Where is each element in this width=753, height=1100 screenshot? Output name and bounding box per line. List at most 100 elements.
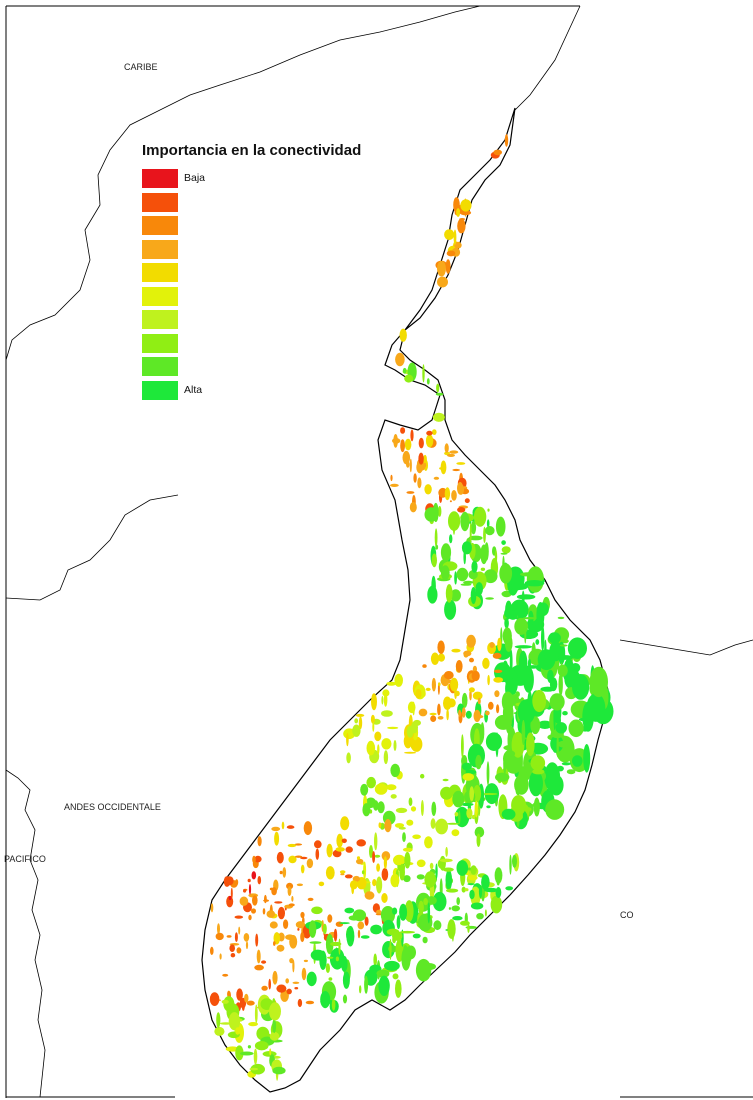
connectivity-patch xyxy=(437,653,445,662)
connectivity-patch xyxy=(246,1000,255,1006)
connectivity-patch xyxy=(254,964,264,971)
connectivity-patch xyxy=(399,863,405,881)
connectivity-patch xyxy=(355,713,365,717)
connectivity-patch xyxy=(457,507,466,513)
connectivity-patch xyxy=(511,731,525,758)
connectivity-patch xyxy=(254,1041,269,1051)
connectivity-patch xyxy=(448,907,451,910)
connectivity-patch xyxy=(473,709,481,723)
connectivity-patch xyxy=(582,701,594,732)
connectivity-patch xyxy=(450,677,459,692)
connectivity-patch xyxy=(268,978,272,990)
connectivity-patch xyxy=(338,938,341,955)
connectivity-patch xyxy=(445,584,453,603)
connectivity-patch xyxy=(376,876,383,894)
connectivity-patch xyxy=(356,858,364,865)
connectivity-patch xyxy=(456,208,461,217)
connectivity-patch xyxy=(394,823,405,828)
connectivity-patch xyxy=(451,905,461,912)
connectivity-patch xyxy=(381,868,389,881)
connectivity-patch xyxy=(447,919,456,939)
connectivity-patch xyxy=(526,566,545,593)
connectivity-patch xyxy=(340,816,350,831)
legend-swatch xyxy=(142,310,178,329)
connectivity-patch xyxy=(523,807,532,812)
connectivity-patch xyxy=(422,963,436,971)
connectivity-patch xyxy=(495,772,510,782)
connectivity-patch xyxy=(377,801,385,814)
connectivity-patch xyxy=(372,851,376,863)
connectivity-patch xyxy=(456,462,466,465)
connectivity-patch xyxy=(407,701,416,714)
connectivity-patch xyxy=(558,672,563,696)
connectivity-patch xyxy=(514,617,529,635)
connectivity-patch xyxy=(392,931,403,941)
connectivity-patch xyxy=(486,761,490,786)
connectivity-patch xyxy=(349,880,358,890)
connectivity-patch xyxy=(366,776,377,789)
legend-item xyxy=(142,310,422,330)
connectivity-patch xyxy=(272,970,278,985)
connectivity-patch xyxy=(344,874,353,879)
connectivity-patch xyxy=(469,689,472,701)
connectivity-patch xyxy=(378,822,382,829)
connectivity-patch xyxy=(459,210,472,216)
connectivity-patch xyxy=(301,967,307,981)
connectivity-patch xyxy=(452,517,456,535)
connectivity-patch xyxy=(537,720,553,729)
connectivity-patch xyxy=(209,992,220,1006)
connectivity-patch xyxy=(374,731,382,742)
connectivity-patch xyxy=(424,507,438,522)
connectivity-patch xyxy=(453,229,457,245)
connectivity-patch xyxy=(416,874,425,880)
connectivity-patch xyxy=(360,783,369,796)
connectivity-patch xyxy=(432,429,437,435)
connectivity-patch xyxy=(381,851,391,861)
connectivity-patch xyxy=(404,751,417,754)
connectivity-patch xyxy=(399,930,415,934)
connectivity-patch xyxy=(520,572,537,577)
connectivity-patch xyxy=(495,516,506,537)
connectivity-patch xyxy=(455,690,460,697)
connectivity-patch xyxy=(424,836,433,849)
connectivity-patch xyxy=(490,895,503,914)
connectivity-patch xyxy=(533,797,540,817)
connectivity-patch xyxy=(309,941,322,944)
connectivity-patch xyxy=(269,921,278,929)
connectivity-patch xyxy=(450,589,462,602)
connectivity-patch xyxy=(432,412,445,422)
connectivity-patch xyxy=(440,543,452,562)
connectivity-patch xyxy=(437,703,441,716)
connectivity-patch xyxy=(384,960,400,971)
connectivity-patch xyxy=(434,528,438,548)
connectivity-patch xyxy=(361,870,365,875)
connectivity-patch xyxy=(308,920,317,938)
boundary-caribe-east xyxy=(514,5,581,111)
connectivity-patch xyxy=(572,674,590,700)
connectivity-patch xyxy=(315,848,320,860)
connectivity-patch xyxy=(429,862,434,870)
connectivity-patch xyxy=(489,642,495,648)
connectivity-patch xyxy=(372,879,377,887)
connectivity-patch xyxy=(439,467,443,470)
connectivity-patch xyxy=(542,579,545,583)
connectivity-patch xyxy=(410,736,423,752)
connectivity-patch xyxy=(217,923,220,935)
connectivity-patch xyxy=(443,671,454,680)
connectivity-patch xyxy=(504,618,509,629)
connectivity-patch xyxy=(354,718,359,724)
connectivity-patch xyxy=(418,900,424,915)
connectivity-patch xyxy=(504,608,511,618)
connectivity-patch xyxy=(439,858,453,863)
connectivity-patch xyxy=(281,821,285,830)
connectivity-patch xyxy=(306,971,317,987)
connectivity-patch xyxy=(409,502,417,513)
connectivity-patch xyxy=(276,851,284,864)
connectivity-patch xyxy=(495,887,502,898)
connectivity-patch xyxy=(286,882,294,890)
connectivity-patch xyxy=(512,796,523,811)
connectivity-patch xyxy=(445,259,451,274)
connectivity-patch xyxy=(422,664,427,668)
